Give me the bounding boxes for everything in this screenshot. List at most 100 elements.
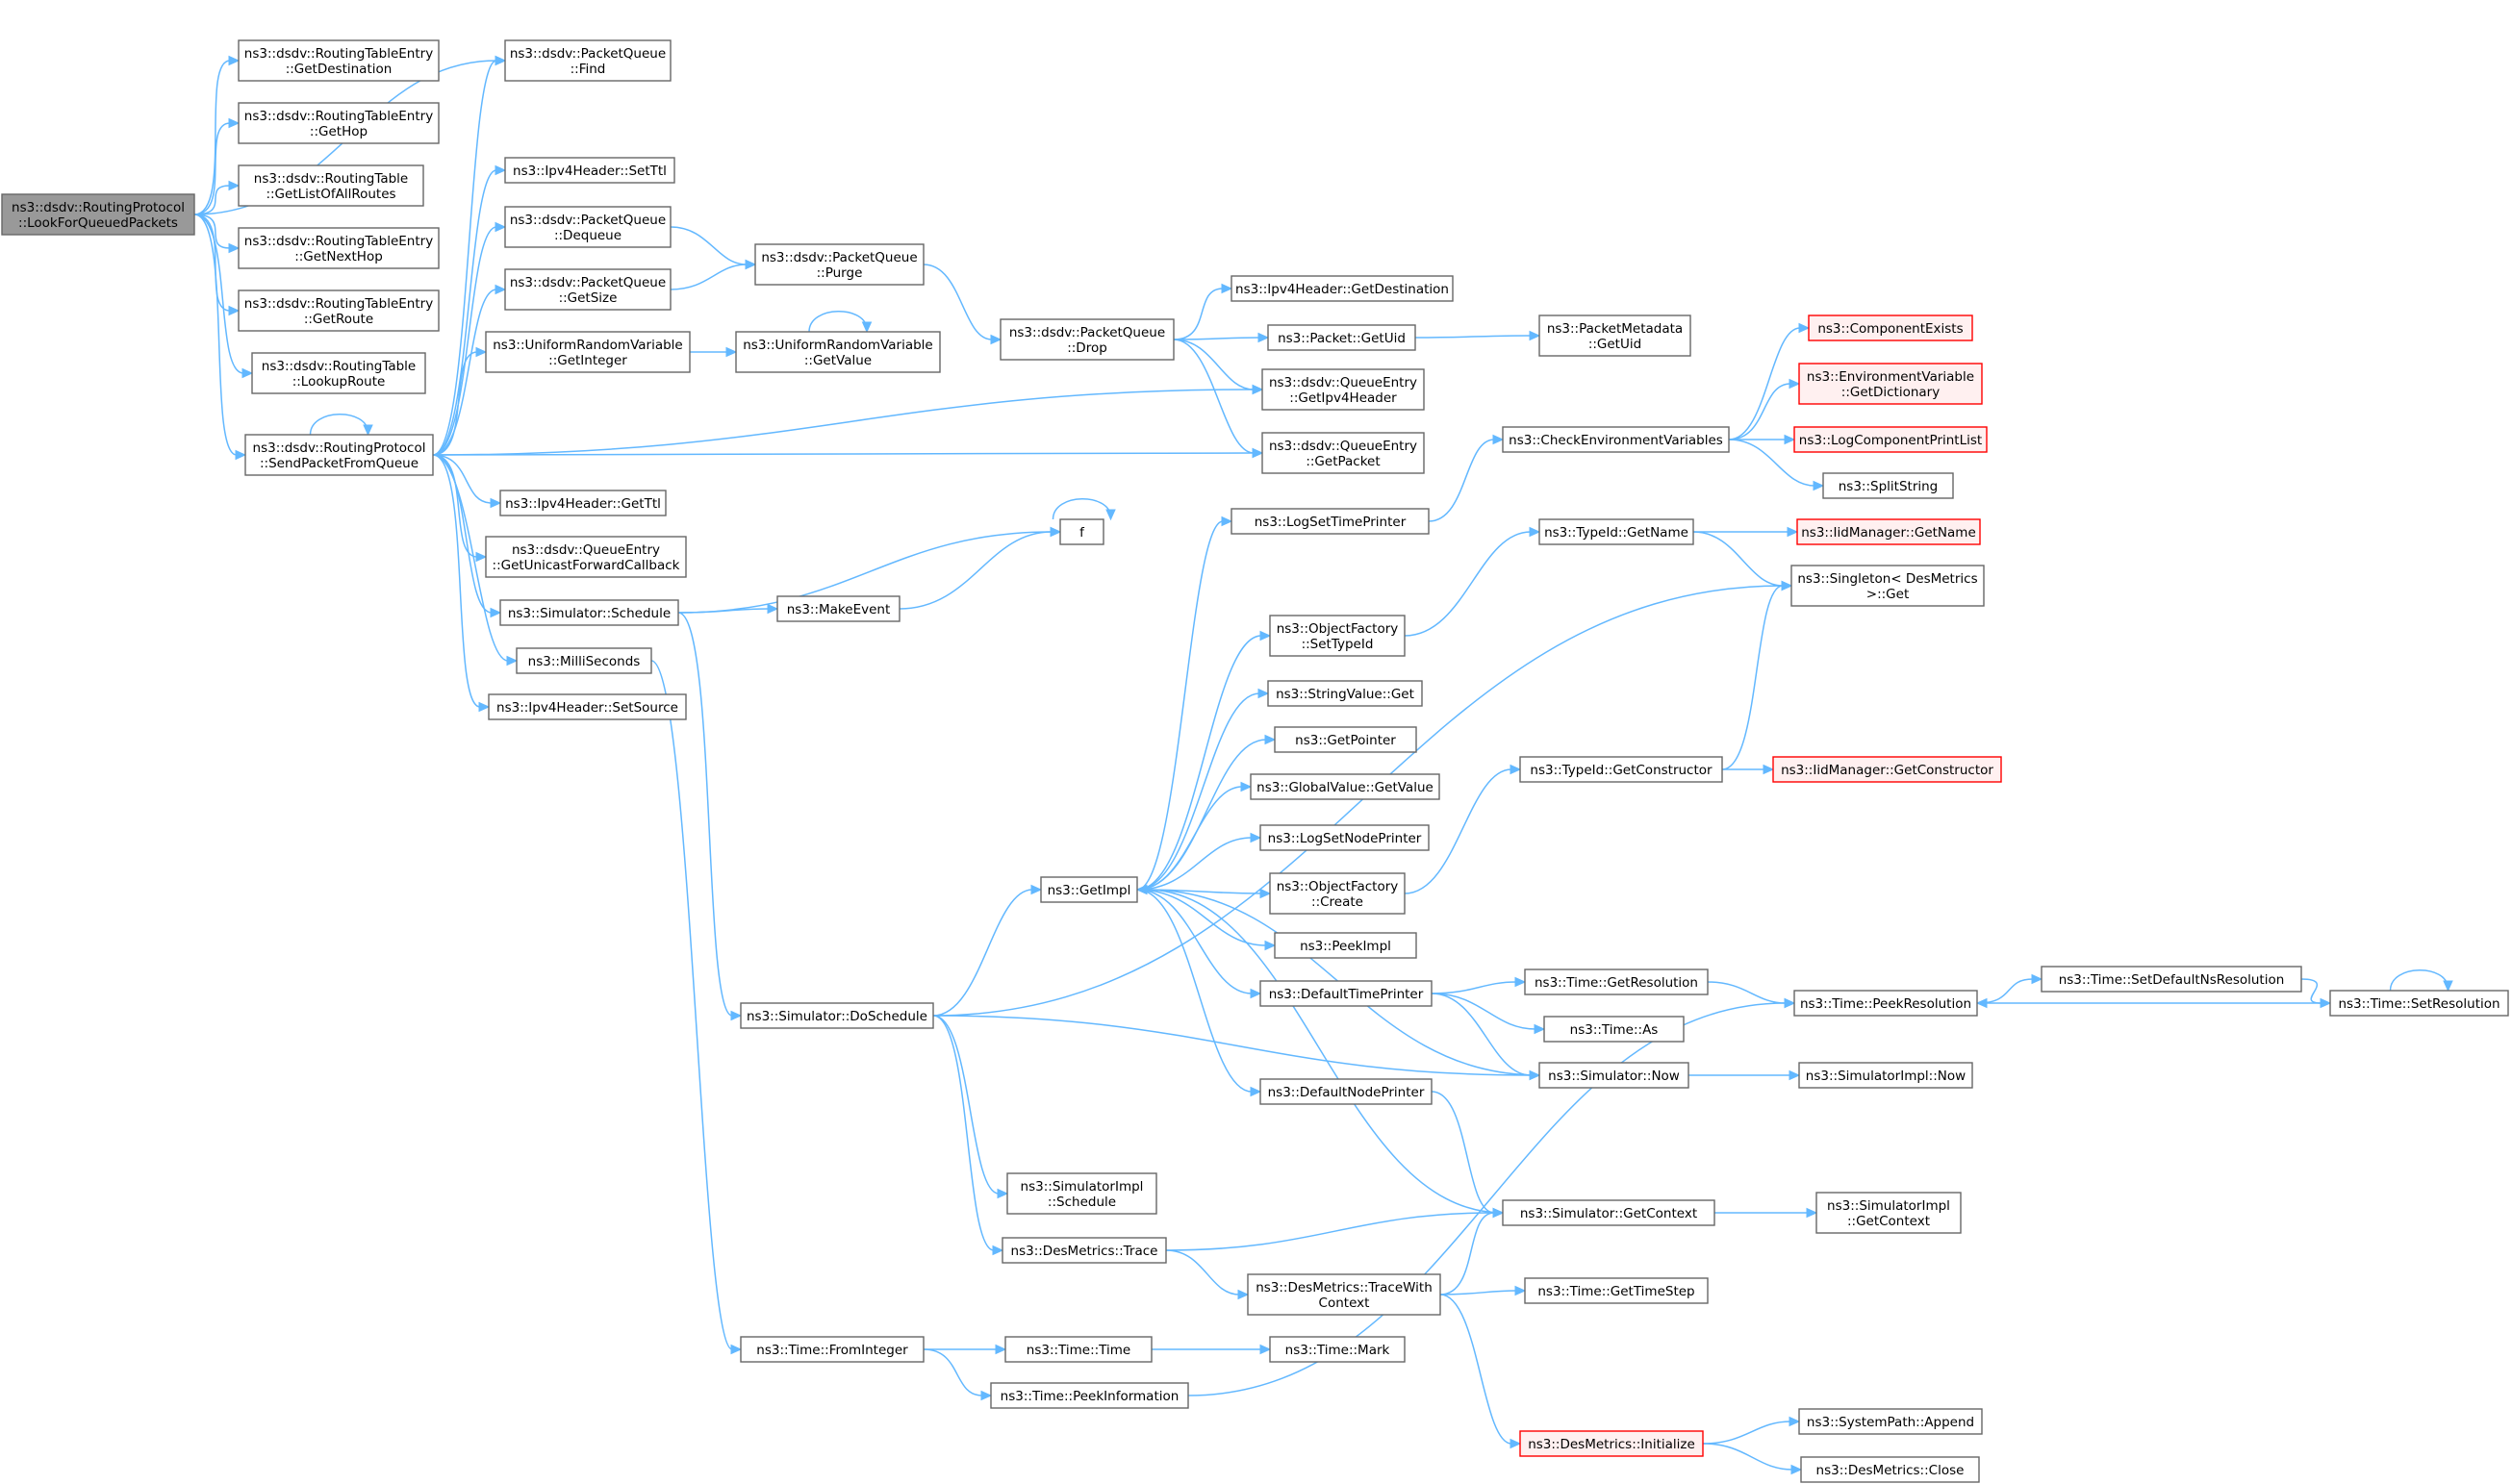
node-ns3-time-setdefaultnsresolution[interactable]: ns3::Time::SetDefaultNsResolution — [2041, 966, 2302, 993]
edge-line — [677, 612, 733, 1017]
node-label: ns3::Time::As — [1570, 1022, 1659, 1038]
node-ns3-dsdv-routingprotocol-sendpacketfromqueue[interactable]: ns3::dsdv::RoutingProtocol::SendPacketFr… — [244, 434, 434, 476]
node-ns3-desmetrics-trace[interactable]: ns3::DesMetrics::Trace — [1002, 1237, 1167, 1264]
edge-line — [1439, 1212, 1495, 1295]
edge-line — [432, 454, 481, 708]
node-ns3-defaultnodeprinter[interactable]: ns3::DefaultNodePrinter — [1259, 1078, 1433, 1105]
edge-arrowhead — [1250, 988, 1262, 999]
node-f[interactable]: f — [1059, 518, 1104, 545]
node-box — [1267, 324, 1416, 351]
node-label: ::LookupRoute — [292, 374, 386, 390]
node-ns3-time-getresolution[interactable]: ns3::Time::GetResolution — [1524, 968, 1709, 995]
node-label: ::GetValue — [804, 353, 872, 368]
node-ns3-milliseconds[interactable]: ns3::MilliSeconds — [516, 647, 652, 674]
node-ns3-checkenvironmentvariables[interactable]: ns3::CheckEnvironmentVariables — [1502, 426, 1730, 453]
node-ns3-dsdv-queueentry-getpacket[interactable]: ns3::dsdv::QueueEntry::GetPacket — [1261, 432, 1425, 474]
node-ns3-dsdv-packetqueue-purge[interactable]: ns3::dsdv::PacketQueue::Purge — [754, 243, 925, 286]
node-ns3-dsdv-routingtableentry-getroute[interactable]: ns3::dsdv::RoutingTableEntry::GetRoute — [238, 289, 440, 332]
node-ns3-getimpl[interactable]: ns3::GetImpl — [1040, 876, 1138, 903]
node-ns3-typeid-getname[interactable]: ns3::TypeId::GetName — [1538, 518, 1694, 545]
edge-arrowhead — [1237, 1289, 1250, 1300]
node-ns3-time-frominteger[interactable]: ns3::Time::FromInteger — [740, 1336, 925, 1363]
node-ns3-simulatorimpl-now[interactable]: ns3::SimulatorImpl::Now — [1798, 1062, 1973, 1089]
edge — [1702, 1416, 1801, 1445]
node-ns3-packetmetadata-getuid[interactable]: ns3::PacketMetadata::GetUid — [1538, 314, 1691, 357]
node-box — [251, 352, 426, 394]
node-ns3-defaulttimeprinter[interactable]: ns3::DefaultTimePrinter — [1259, 980, 1433, 1007]
node-ns3-singleton-desmetrics-get[interactable]: ns3::Singleton< DesMetrics >::Get — [1790, 565, 1985, 607]
node-ns3-dsdv-routingtableentry-gethop[interactable]: ns3::dsdv::RoutingTableEntry::GetHop — [238, 102, 440, 144]
node-ns3-logsettimeprinter[interactable]: ns3::LogSetTimePrinter — [1231, 508, 1430, 535]
node-ns3-time-gettimestep[interactable]: ns3::Time::GetTimeStep — [1524, 1277, 1709, 1304]
node-label: ns3::ObjectFactory — [1277, 879, 1399, 894]
node-ns3-globalvalue-getvalue[interactable]: ns3::GlobalValue::GetValue — [1250, 773, 1440, 800]
node-ns3-time-as[interactable]: ns3::Time::As — [1543, 1016, 1685, 1043]
node-ns3-uniformrandomvariable-getinteger[interactable]: ns3::UniformRandomVariable::GetInteger — [485, 331, 691, 373]
node-ns3-simulator-doschedule[interactable]: ns3::Simulator::DoSchedule — [740, 1002, 934, 1029]
node-ns3-ipv4header-setsource[interactable]: ns3::Ipv4Header::SetSource — [488, 693, 687, 720]
node-ns3-iidmanager-getname[interactable]: ns3::IidManager::GetName — [1796, 518, 1981, 545]
node-ns3-time-setresolution[interactable]: ns3::Time::SetResolution — [2329, 990, 2509, 1017]
node-ns3-packet-getuid[interactable]: ns3::Packet::GetUid — [1267, 324, 1416, 351]
node-ns3-time-peekresolution[interactable]: ns3::Time::PeekResolution — [1793, 990, 1978, 1017]
node-ns3-dsdv-packetqueue-drop[interactable]: ns3::dsdv::PacketQueue::Drop — [1000, 318, 1175, 361]
node-label: ns3::CheckEnvironmentVariables — [1509, 433, 1723, 448]
edge-arrowhead — [1492, 1207, 1505, 1219]
node-ns3-time-peekinformation[interactable]: ns3::Time::PeekInformation — [990, 1382, 1189, 1409]
node-ns3-dsdv-queueentry-getipv4header[interactable]: ns3::dsdv::QueueEntry::GetIpv4Header — [1261, 368, 1425, 411]
node-ns3-simulator-schedule[interactable]: ns3::Simulator::Schedule — [499, 599, 679, 626]
node-ns3-dsdv-packetqueue-getsize[interactable]: ns3::dsdv::PacketQueue::GetSize — [504, 268, 672, 311]
node-ns3-systempath-append[interactable]: ns3::SystemPath::Append — [1798, 1408, 1983, 1435]
node-ns3-iidmanager-getconstructor[interactable]: ns3::IidManager::GetConstructor — [1772, 756, 2002, 783]
edge-line — [1431, 1091, 1495, 1214]
edge-arrowhead — [363, 424, 373, 437]
node-ns3-objectfactory-create[interactable]: ns3::ObjectFactory::Create — [1269, 872, 1406, 915]
node-box — [1822, 472, 1954, 499]
node-ns3-stringvalue-get[interactable]: ns3::StringValue::Get — [1267, 680, 1423, 707]
edge — [1173, 339, 1264, 459]
edge-line — [432, 289, 497, 456]
node-ns3-componentexists[interactable]: ns3::ComponentExists — [1808, 314, 1973, 341]
node-ns3-ipv4header-setttl[interactable]: ns3::Ipv4Header::SetTtl — [504, 157, 675, 184]
node-ns3-simulator-now[interactable]: ns3::Simulator::Now — [1538, 1062, 1689, 1089]
node-box — [1002, 1237, 1167, 1264]
node-ns3-logsetnodeprinter[interactable]: ns3::LogSetNodePrinter — [1259, 824, 1430, 851]
node-ns3-dsdv-packetqueue-dequeue[interactable]: ns3::dsdv::PacketQueue::Dequeue — [504, 206, 672, 248]
node-ns3-typeid-getconstructor[interactable]: ns3::TypeId::GetConstructor — [1519, 756, 1723, 783]
node-ns3-peekimpl[interactable]: ns3::PeekImpl — [1274, 932, 1417, 959]
node-ns3-dsdv-packetqueue-find[interactable]: ns3::dsdv::PacketQueue::Find — [504, 39, 672, 82]
node-ns3-time-time[interactable]: ns3::Time::Time — [1004, 1336, 1153, 1363]
node-ns3-time-mark[interactable]: ns3::Time::Mark — [1269, 1336, 1406, 1363]
node-ns3-dsdv-queueentry-getunicastforwardcallback[interactable]: ns3::dsdv::QueueEntry::GetUnicastForward… — [485, 536, 687, 578]
node-ns3-objectfactory-settypeid[interactable]: ns3::ObjectFactory::SetTypeId — [1269, 615, 1406, 657]
node-box — [1004, 1336, 1153, 1363]
node-label: ns3::Time::Time — [1027, 1343, 1130, 1358]
node-ns3-logcomponentprintlist[interactable]: ns3::LogComponentPrintList — [1793, 426, 1988, 453]
node-ns3-dsdv-routingtableentry-getnexthop[interactable]: ns3::dsdv::RoutingTableEntry::GetNextHop — [238, 227, 440, 269]
node-ns3-simulatorimpl-getcontext[interactable]: ns3::SimulatorImpl::GetContext — [1815, 1192, 1962, 1234]
node-box — [238, 227, 440, 269]
node-label: ::GetSize — [559, 290, 618, 306]
node-ns3-simulatorimpl-schedule[interactable]: ns3::SimulatorImpl::Schedule — [1006, 1172, 1157, 1215]
node-ns3-ipv4header-getdestination[interactable]: ns3::Ipv4Header::GetDestination — [1231, 275, 1454, 302]
node-ns3-ipv4header-getttl[interactable]: ns3::Ipv4Header::GetTtl — [499, 490, 667, 516]
edge — [1136, 516, 1233, 891]
node-ns3-desmetrics-close[interactable]: ns3::DesMetrics::Close — [1800, 1456, 1980, 1483]
node-ns3-desmetrics-initialize[interactable]: ns3::DesMetrics::Initialize — [1519, 1430, 1704, 1457]
node-ns3-dsdv-routingtableentry-getdestination[interactable]: ns3::dsdv::RoutingTableEntry::GetDestina… — [238, 39, 440, 82]
node-ns3-dsdv-routingtable-lookuproute[interactable]: ns3::dsdv::RoutingTable::LookupRoute — [251, 352, 426, 394]
node-label: ::Schedule — [1048, 1195, 1116, 1210]
node-box — [776, 595, 901, 622]
node-ns3-splitstring[interactable]: ns3::SplitString — [1822, 472, 1954, 499]
node-ns3-environmentvariable-getdictionary[interactable]: ns3::EnvironmentVariable::GetDictionary — [1798, 363, 1983, 405]
node-ns3-makeevent[interactable]: ns3::MakeEvent — [776, 595, 901, 622]
node-ns3-getpointer[interactable]: ns3::GetPointer — [1274, 726, 1417, 753]
node-ns3-dsdv-routingprotocol-lookforqueuedpackets[interactable]: ns3::dsdv::RoutingProtocol::LookForQueue… — [1, 193, 195, 236]
edge-line — [677, 608, 770, 614]
node-box — [1538, 518, 1694, 545]
node-ns3-simulator-getcontext[interactable]: ns3::Simulator::GetContext — [1502, 1199, 1715, 1226]
node-ns3-uniformrandomvariable-getvalue[interactable]: ns3::UniformRandomVariable::GetValue — [735, 331, 941, 373]
node-ns3-dsdv-routingtable-getlistofallroutes[interactable]: ns3::dsdv::RoutingTable::GetListOfAllRou… — [238, 164, 424, 207]
edge — [677, 612, 743, 1021]
